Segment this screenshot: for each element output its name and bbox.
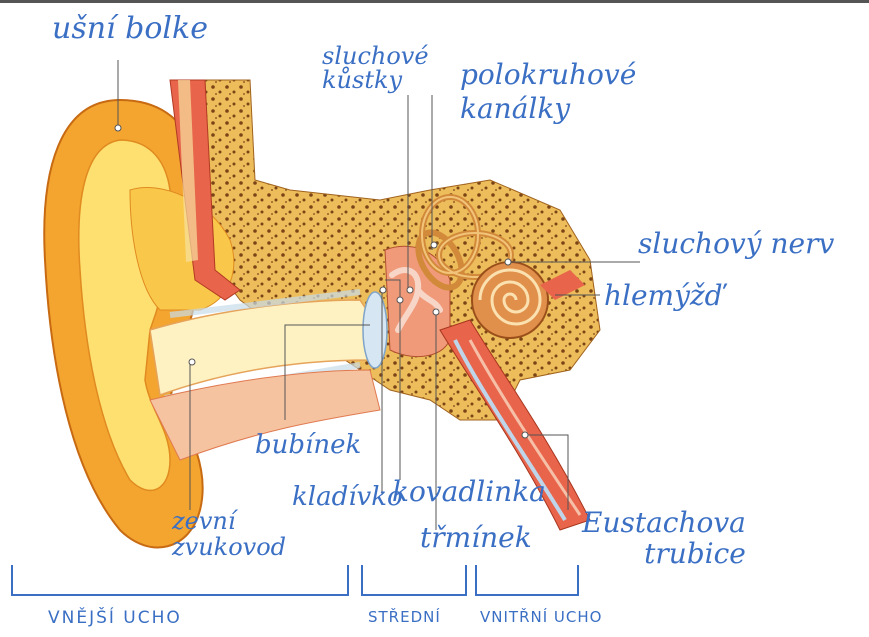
cochlea <box>472 262 548 338</box>
eardrum <box>363 292 387 368</box>
caption-inner-ear: VNITŘNÍ UCHO <box>480 608 602 626</box>
caption-outer-ear: VNĚJŠÍ UCHO <box>48 608 182 628</box>
caption-middle-ear: STŘEDNÍ <box>368 608 441 626</box>
label-kovadlinka: kovadlinka <box>392 478 546 506</box>
label-polokruhove-kanalky: polokruhové kanálky <box>460 58 636 125</box>
label-usni-bolce: ušní bolke <box>52 14 208 44</box>
label-trminek: třmínek <box>420 524 532 552</box>
label-sluchove-kustky: sluchové kůstky <box>322 44 429 92</box>
label-hlemyzd: hlemýžď <box>604 282 723 310</box>
label-zevni-zvukovod: zevní zvukovod <box>172 508 286 561</box>
label-eustachova-trubice: Eustachova trubice <box>582 508 746 570</box>
label-bubinek: bubínek <box>255 432 361 458</box>
label-kladivko: kladívko <box>292 484 403 510</box>
label-sluchovy-nerv: sluchový nerv <box>638 230 834 258</box>
section-brackets <box>12 565 578 595</box>
